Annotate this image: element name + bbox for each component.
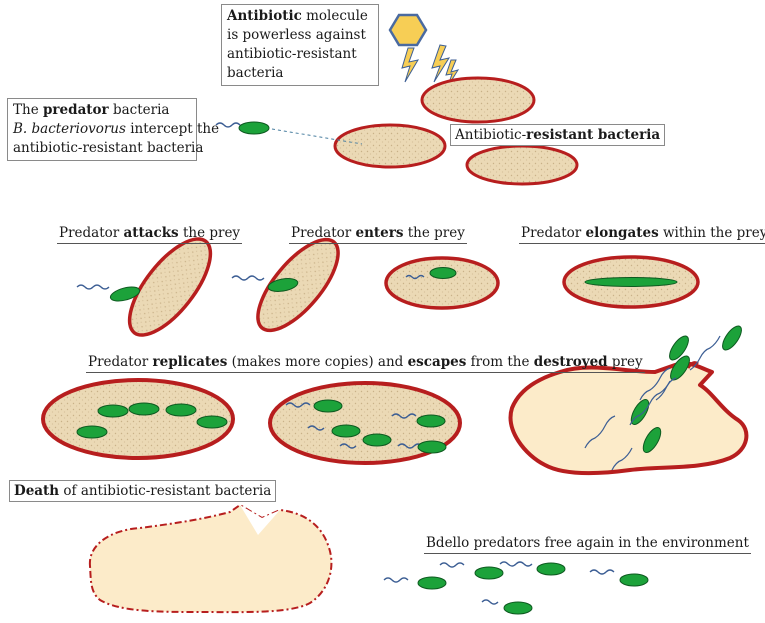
enters-bold: enters bbox=[355, 225, 404, 241]
antibiotic-word: Antibiotic bbox=[227, 8, 302, 24]
lightning-bolt-icon bbox=[401, 44, 460, 87]
resistant-bacterium-lower bbox=[465, 144, 579, 186]
destroyed-cell bbox=[508, 325, 749, 476]
death-label: Death of antibiotic-resistant bacteria bbox=[9, 480, 277, 502]
replicating-cell bbox=[41, 378, 235, 460]
resistant-bacteria-label: Antibiotic-resistant bacteria bbox=[450, 124, 666, 146]
destroyed-bold: destroyed bbox=[533, 354, 608, 370]
predator-bacterium-icon bbox=[215, 121, 270, 135]
replicates-pre: Predator bbox=[88, 354, 153, 370]
predator-intro-pre: The bbox=[13, 102, 43, 118]
antibiotic-line3: antibiotic-resistant bbox=[227, 46, 357, 62]
replicates-bold: replicates bbox=[152, 354, 228, 370]
enters-pre: Predator bbox=[291, 225, 356, 241]
escapes-bold: escapes bbox=[407, 354, 467, 370]
elongates-pre: Predator bbox=[521, 225, 586, 241]
attacks-label: Predator attacks the prey bbox=[57, 224, 243, 244]
predator-word: predator bbox=[42, 102, 109, 118]
death-post: of antibiotic-resistant bacteria bbox=[59, 483, 272, 499]
predator-intro-line3: antibiotic-resistant bacteria bbox=[13, 140, 204, 156]
free-predators-group bbox=[383, 561, 649, 615]
elongates-bold: elongates bbox=[585, 225, 659, 241]
elongates-post: within the prey bbox=[658, 225, 765, 241]
resistant-pre: Antibiotic- bbox=[455, 127, 527, 143]
resistant-bacterium-upper bbox=[420, 76, 536, 124]
resistant-bacterium-middle bbox=[333, 123, 447, 169]
escaping-cell bbox=[268, 381, 462, 465]
enters-post: the prey bbox=[403, 225, 465, 241]
resistant-bold: resistant bacteria bbox=[526, 127, 661, 143]
species-name: B. bacteriovorus bbox=[13, 121, 126, 137]
stage-inside-cell bbox=[384, 256, 500, 310]
free-predators-label: Bdello predators free again in the envir… bbox=[424, 534, 751, 554]
attacks-post: the prey bbox=[178, 225, 241, 241]
antibiotic-molecule-icon bbox=[388, 13, 428, 47]
elongates-label: Predator elongates within the prey bbox=[519, 224, 765, 244]
replicates-label: Predator replicates (makes more copies) … bbox=[86, 353, 645, 373]
predator-intro-box: The predator bacteria B. bacteriovorus i… bbox=[7, 98, 219, 161]
antibiotic-line4: bacteria bbox=[227, 65, 284, 81]
stage-enter-cell bbox=[231, 237, 340, 333]
stage-elongate-cell bbox=[562, 255, 700, 309]
replicates-mid2: from the bbox=[466, 354, 534, 370]
antibiotic-info-box: Antibiotic molecule is powerless against… bbox=[221, 4, 379, 86]
dead-cell-remnant bbox=[88, 503, 333, 614]
replicates-post: prey bbox=[607, 354, 643, 370]
attacks-pre: Predator bbox=[59, 225, 124, 241]
enters-label: Predator enters the prey bbox=[289, 224, 467, 244]
predator-intro-post: bacteria bbox=[108, 102, 170, 118]
replicates-mid1: (makes more copies) and bbox=[227, 354, 408, 370]
attacks-bold: attacks bbox=[123, 225, 179, 241]
death-bold: Death bbox=[14, 483, 60, 499]
predator-intro-line2-post: intercept the bbox=[125, 121, 220, 137]
stage-attack-cell bbox=[76, 237, 213, 337]
antibiotic-line2: is powerless against bbox=[227, 27, 366, 43]
antibiotic-line1-rest: molecule bbox=[301, 8, 368, 24]
